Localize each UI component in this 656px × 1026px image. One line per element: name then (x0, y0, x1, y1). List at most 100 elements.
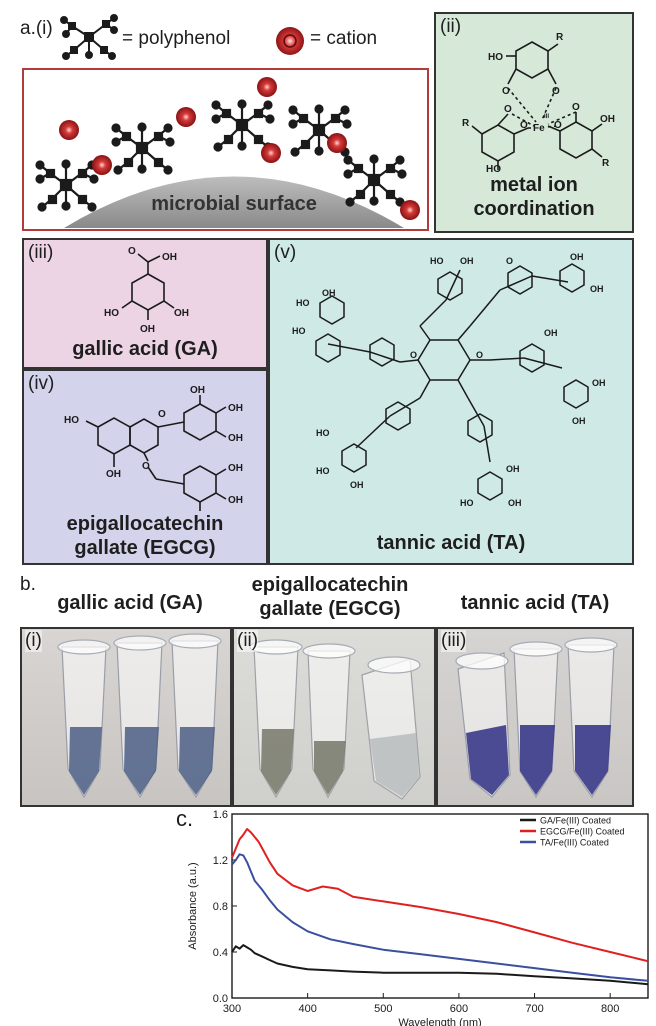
x-tick-label-3: 600 (450, 1003, 468, 1015)
chem-HO-bottom: HO (486, 164, 501, 174)
chem-O-mid-right2: O (554, 120, 562, 131)
ta-HO-14: HO (316, 428, 330, 438)
x-tick-label-2: 500 (374, 1003, 392, 1015)
chem-HO-egcg-a: HO (64, 415, 79, 426)
panel-a-v-caption: tannic acid (TA) (376, 532, 526, 554)
panel-a-iv-label: (iv) (28, 373, 55, 394)
chem-Fe-oxidation: III (544, 114, 549, 120)
cation-legend-icon (276, 27, 304, 55)
chem-OH-egcg-b1: OH (190, 385, 205, 396)
panel-a-ii-box: (ii) (434, 12, 634, 233)
chem-OH-egcg-b2: OH (228, 403, 243, 414)
ta-OH-7: OH (322, 288, 336, 298)
ta-OH-19: OH (506, 464, 520, 474)
ta-HO-6: HO (296, 298, 310, 308)
series-line-2 (231, 853, 649, 982)
panel-a-iii-caption: gallic acid (GA) (72, 338, 218, 360)
y-tick-label-0: 0.0 (213, 993, 228, 1005)
chem-O-mid-left: O (504, 104, 512, 115)
chem-OH-egcg-a: OH (106, 469, 121, 480)
y-tick-label-3: 1.2 (213, 855, 228, 867)
x-tick-label-0: 300 (223, 1003, 241, 1015)
gallic-acid-structure: O OH HO OH OH (104, 246, 189, 335)
chem-HO-top: HO (488, 52, 503, 63)
chem-O-ga: O (128, 246, 136, 257)
chem-OH-egcg-b3: OH (228, 433, 243, 444)
ta-OH-11: OH (544, 328, 558, 338)
panel-b-title-egcg-1: epigallocatechin (251, 574, 409, 596)
ta-OH-5: OH (590, 284, 604, 294)
photo-ga-tubes: (i) (20, 627, 232, 807)
panel-a-ii-caption-2: coordination (473, 198, 595, 220)
x-tick-label-4: 700 (525, 1003, 543, 1015)
panel-a-label: a.(i) (20, 18, 53, 39)
chem-OH-ga-bottom: OH (140, 324, 155, 335)
ta-O-3: O (506, 256, 513, 266)
chem-O-mid-right: O (572, 102, 580, 113)
chem-R-top: R (556, 32, 564, 43)
ta-OH-4: OH (570, 252, 584, 262)
tube-image-ta (455, 637, 618, 799)
panel-a-iii-label: (iii) (28, 242, 54, 263)
legend-label-0: GA/Fe(III) Coated (540, 816, 611, 826)
panel-c-label: c. (176, 806, 194, 831)
photo-label-i: (i) (25, 630, 42, 652)
x-axis-label: Wavelength (nm) (398, 1017, 481, 1026)
fe-coordination-structure: R HO O O Fe III O O O O R OH R HO (462, 32, 615, 174)
panel-a-iv-caption-2: gallate (EGCG) (74, 537, 216, 559)
panel-b-title-ga: gallic acid (GA) (57, 592, 203, 614)
photo-label-iii: (iii) (441, 630, 467, 652)
chem-R-right: R (602, 158, 610, 169)
ta-HO-17: HO (460, 498, 474, 508)
ta-O-9: O (410, 350, 417, 360)
panel-b-title-egcg-2: gallate (EGCG) (259, 598, 401, 620)
chem-OH-ga-top: OH (162, 252, 177, 263)
egcg-structure: HO OH O O OH OH OH OH OH (64, 385, 243, 511)
polyphenol-legend-text: = polyphenol (122, 28, 231, 49)
chem-Fe: Fe (533, 123, 545, 134)
series-line-0 (231, 944, 649, 986)
x-tick-label-5: 800 (601, 1003, 619, 1015)
panel-a-ii-label: (ii) (440, 16, 462, 37)
absorbance-chart: 0.0 0.4 0.8 1.2 1.6 300 400 500 600 700 800Wavelen… (187, 809, 649, 1026)
panel-a-iv-caption-1: epigallocatechin (66, 513, 224, 535)
series-line-1 (231, 828, 649, 963)
legend-label-2: TA/Fe(III) Coated (540, 838, 609, 848)
panel-b-title-ta: tannic acid (TA) (460, 592, 610, 614)
panel-a-iv-box: (iv) HO OH O O OH OH OH (22, 369, 268, 565)
ta-OH-1: HO (430, 256, 444, 266)
panel-b-label: b. (20, 574, 36, 595)
chem-O-egcg-ester: O (142, 461, 150, 472)
ta-OH-16: OH (350, 480, 364, 490)
photo-ta-tubes: (iii) (436, 627, 634, 807)
photo-label-ii: (ii) (237, 630, 259, 652)
legend-label-1: EGCG/Fe(III) Coated (540, 827, 625, 837)
cation-legend-text: = cation (310, 28, 378, 49)
ta-OH-12: OH (592, 378, 606, 388)
y-tick-label-1: 0.4 (213, 947, 228, 959)
microbial-surface-illustration (35, 77, 420, 228)
chem-OH-egcg-g1: OH (228, 463, 243, 474)
ta-OH-13: OH (572, 416, 586, 426)
chem-OH-egcg-g2: OH (228, 495, 243, 506)
tube-image-egcg (249, 639, 421, 800)
chem-R-left: R (462, 118, 470, 129)
y-axis-label: Absorbance (a.u.) (187, 862, 199, 949)
ta-HO-15: HO (316, 466, 330, 476)
panel-a-i-box: microbial surface (22, 68, 429, 231)
chem-O-egcg-ring: O (158, 409, 166, 420)
x-tick-label-1: 400 (298, 1003, 316, 1015)
panel-a-ii-caption-1: metal ion (490, 174, 578, 196)
ta-HO-8: HO (292, 326, 306, 336)
ta-OH-2: OH (460, 256, 474, 266)
photo-egcg-tubes: (ii) (232, 627, 436, 807)
chem-OH-right: OH (600, 114, 615, 125)
chem-O-mid-left2: O (520, 120, 528, 131)
chem-O-top-right: O (552, 86, 560, 97)
panel-a-v-label: (v) (274, 242, 297, 263)
y-tick-label-4: 1.6 (213, 809, 228, 821)
chem-O-top-left: O (502, 86, 510, 97)
tube-image-ga (57, 633, 222, 799)
y-tick-label-2: 0.8 (213, 901, 228, 913)
ta-O-10: O (476, 350, 483, 360)
